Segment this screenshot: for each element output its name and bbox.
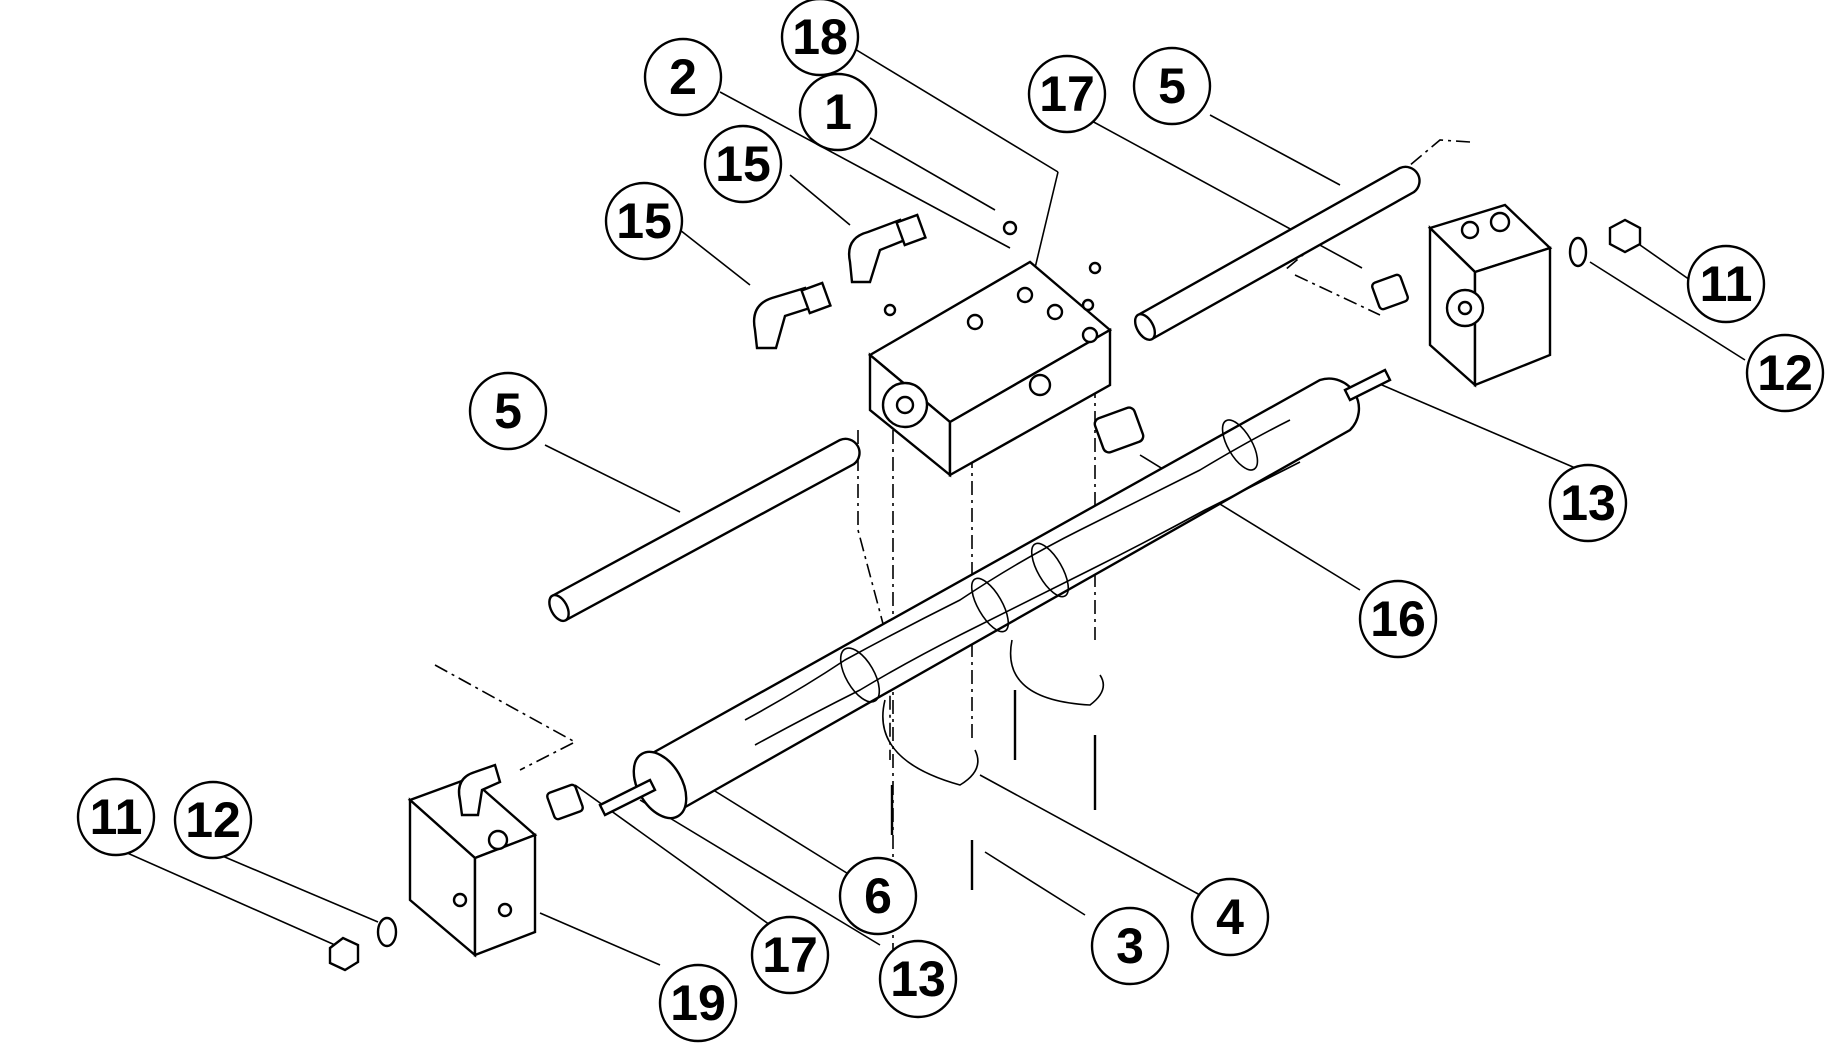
callout-13-right: 13 xyxy=(1548,463,1628,543)
svg-text:16: 16 xyxy=(1370,591,1426,647)
callout-4: 4 xyxy=(1190,877,1270,957)
svg-text:5: 5 xyxy=(1158,58,1186,114)
svg-text:11: 11 xyxy=(1700,256,1753,312)
callout-15-lower: 15 xyxy=(604,181,684,261)
callout-19: 19 xyxy=(658,963,738,1043)
svg-text:3: 3 xyxy=(1116,918,1144,974)
upper-tube xyxy=(1133,165,1421,341)
svg-text:17: 17 xyxy=(762,927,818,983)
callout-17-top: 17 xyxy=(1027,54,1107,134)
svg-text:5: 5 xyxy=(494,383,522,439)
elbow-fittings xyxy=(752,213,927,350)
callout-11-right: 11 xyxy=(1686,244,1766,324)
callout-16: 16 xyxy=(1358,579,1438,659)
callout-balloons: 18 2 1 17 5 15 15 11 12 5 13 16 11 12 6 … xyxy=(76,0,1825,1043)
callout-18: 18 xyxy=(780,0,860,77)
svg-text:13: 13 xyxy=(1560,475,1616,531)
svg-text:18: 18 xyxy=(792,9,848,65)
callout-5-left: 5 xyxy=(468,371,548,451)
manifold-block xyxy=(867,220,1113,478)
svg-text:17: 17 xyxy=(1039,66,1095,122)
callout-15-upper: 15 xyxy=(703,124,783,204)
callout-6: 6 xyxy=(838,856,918,936)
svg-text:15: 15 xyxy=(616,193,672,249)
callout-3: 3 xyxy=(1090,906,1170,986)
main-cylinder xyxy=(598,368,1392,820)
svg-text:1: 1 xyxy=(824,84,852,140)
svg-text:4: 4 xyxy=(1216,889,1244,945)
callout-12-right: 12 xyxy=(1745,333,1825,413)
svg-text:15: 15 xyxy=(715,136,771,192)
callout-5-top: 5 xyxy=(1132,46,1212,126)
callout-2: 2 xyxy=(643,37,723,117)
left-tube xyxy=(548,437,861,623)
svg-text:11: 11 xyxy=(90,789,143,845)
callout-1: 1 xyxy=(798,72,878,152)
svg-text:12: 12 xyxy=(185,792,241,848)
svg-text:6: 6 xyxy=(864,868,892,924)
svg-text:13: 13 xyxy=(890,951,946,1007)
straps-and-screws xyxy=(882,639,1105,890)
left-end-block xyxy=(328,763,538,972)
leader-lines xyxy=(124,39,1746,966)
right-end-block xyxy=(1427,203,1642,388)
callout-11-left: 11 xyxy=(76,777,156,857)
callout-12-left: 12 xyxy=(173,780,253,860)
nut-fittings xyxy=(546,273,1409,821)
svg-text:12: 12 xyxy=(1757,345,1813,401)
callout-13-bottom: 13 xyxy=(878,939,958,1019)
alignment-lines xyxy=(434,139,1471,970)
callout-17-bottom: 17 xyxy=(750,915,830,995)
svg-text:19: 19 xyxy=(670,975,726,1031)
svg-text:2: 2 xyxy=(669,49,697,105)
